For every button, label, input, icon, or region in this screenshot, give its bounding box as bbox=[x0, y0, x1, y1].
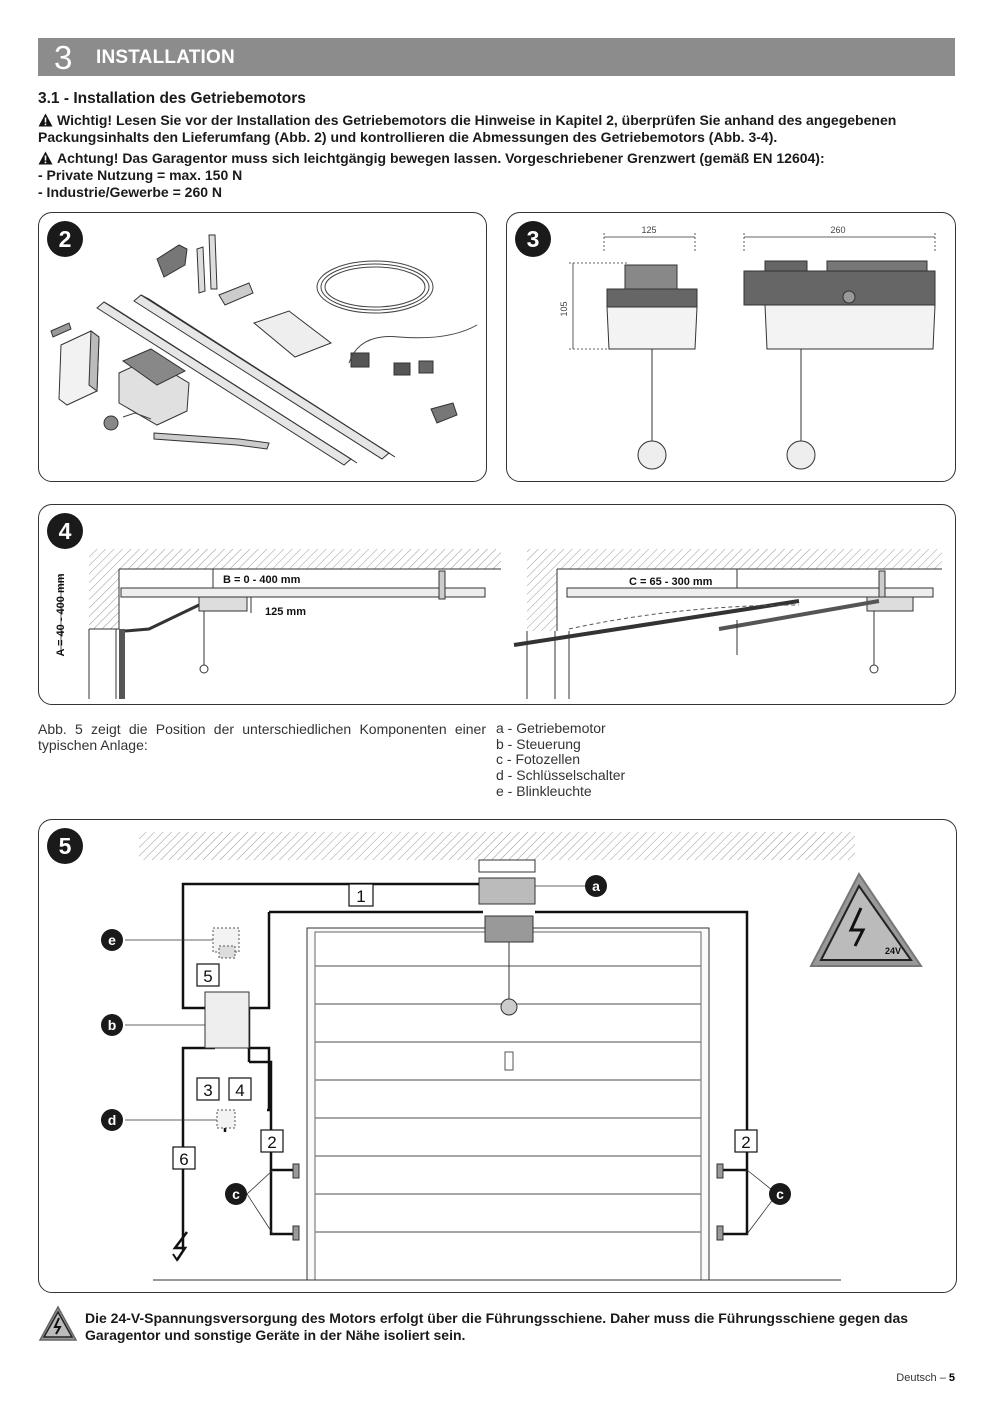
dim-width-small: 125 bbox=[641, 225, 656, 235]
figure-3-badge: 3 bbox=[515, 221, 551, 257]
high-voltage-warning-icon bbox=[38, 1305, 78, 1341]
figure-2-panel: 2 bbox=[38, 212, 487, 482]
important-note-text: Wichtig! Lesen Sie vor der Installation … bbox=[38, 112, 897, 145]
cable-number-4: 4 bbox=[235, 1081, 244, 1100]
package-contents-illustration bbox=[50, 234, 478, 466]
warning-icon bbox=[38, 113, 53, 127]
figure-4-badge: 4 bbox=[47, 513, 83, 549]
component-legend: a - Getriebemotor b - Steuerung c - Foto… bbox=[496, 720, 626, 800]
cable-number-2-right: 2 bbox=[741, 1133, 750, 1152]
voltage-label: 24V bbox=[885, 946, 901, 956]
label-a: a bbox=[592, 878, 600, 894]
chapter-title: INSTALLATION bbox=[96, 47, 235, 68]
cable-number-3: 3 bbox=[203, 1081, 212, 1100]
figure-2-badge: 2 bbox=[47, 221, 83, 257]
figure-4-panel: A = 40 - 400 mm B = 0 - 400 mm 125 mm C … bbox=[38, 504, 956, 705]
warning-icon bbox=[38, 151, 53, 165]
attention-note-text: Achtung! Das Garagentor muss sich leicht… bbox=[57, 150, 825, 166]
footer-language: Deutsch – bbox=[896, 1372, 949, 1384]
limit-private: - Private Nutzung = max. 150 N bbox=[38, 167, 243, 183]
label-c-left: c bbox=[232, 1186, 240, 1202]
important-note: Wichtig! Lesen Sie vor der Installation … bbox=[38, 112, 958, 146]
chapter-number: 3 bbox=[54, 39, 73, 76]
legend-item-e: e - Blinkleuchte bbox=[496, 782, 592, 799]
figure-5-caption: Abb. 5 zeigt die Position der unterschie… bbox=[38, 721, 486, 753]
dim-c-label: C = 65 - 300 mm bbox=[629, 576, 713, 588]
label-c-right: c bbox=[776, 1186, 784, 1202]
dim-a-label: A = 40 - 400 mm bbox=[55, 573, 67, 656]
mounting-distances-illustration: A = 40 - 400 mm B = 0 - 400 mm 125 mm C … bbox=[55, 549, 942, 699]
label-d: d bbox=[108, 1112, 117, 1128]
dim-width-large: 260 bbox=[830, 225, 845, 235]
limit-industry: - Industrie/Gewerbe = 260 N bbox=[38, 184, 223, 200]
attention-note: Achtung! Das Garagentor muss sich leicht… bbox=[38, 150, 958, 167]
page-footer: Deutsch – 5 bbox=[896, 1372, 955, 1384]
dim-height: 105 bbox=[559, 301, 569, 316]
cable-number-5: 5 bbox=[203, 967, 212, 986]
figure-5-badge: 5 bbox=[47, 828, 83, 864]
section-heading: 3.1 - Installation des Getriebemotors bbox=[38, 90, 306, 107]
dim-125-label: 125 mm bbox=[265, 606, 306, 618]
insulation-warning: Die 24-V-Spannungsversorgung des Motors … bbox=[85, 1310, 909, 1343]
motor-dimensions-illustration: 125 260 105 bbox=[559, 225, 936, 470]
installation-overview-diagram: 24V 1 5 3 4 2 2 6 a e b bbox=[101, 832, 923, 1281]
legend-item-b: b - Steuerung bbox=[496, 735, 581, 752]
cable-number-6: 6 bbox=[179, 1150, 188, 1169]
figure-3-panel: 125 260 105 3 bbox=[506, 212, 956, 482]
legend-item-d: d - Schlüsselschalter bbox=[496, 767, 626, 784]
legend-item-a: a - Getriebemotor bbox=[496, 720, 606, 736]
cable-number-1: 1 bbox=[356, 887, 365, 906]
label-b: b bbox=[108, 1017, 117, 1033]
cable-number-2-left: 2 bbox=[267, 1133, 276, 1152]
label-e: e bbox=[108, 932, 116, 948]
dim-b-label: B = 0 - 400 mm bbox=[223, 574, 301, 586]
page-number: 5 bbox=[948, 1372, 955, 1384]
legend-item-c: c - Fotozellen bbox=[496, 751, 581, 768]
figure-5-panel: 24V 1 5 3 4 2 2 6 a e b bbox=[38, 819, 957, 1293]
chapter-header: 3 INSTALLATION bbox=[38, 38, 955, 76]
